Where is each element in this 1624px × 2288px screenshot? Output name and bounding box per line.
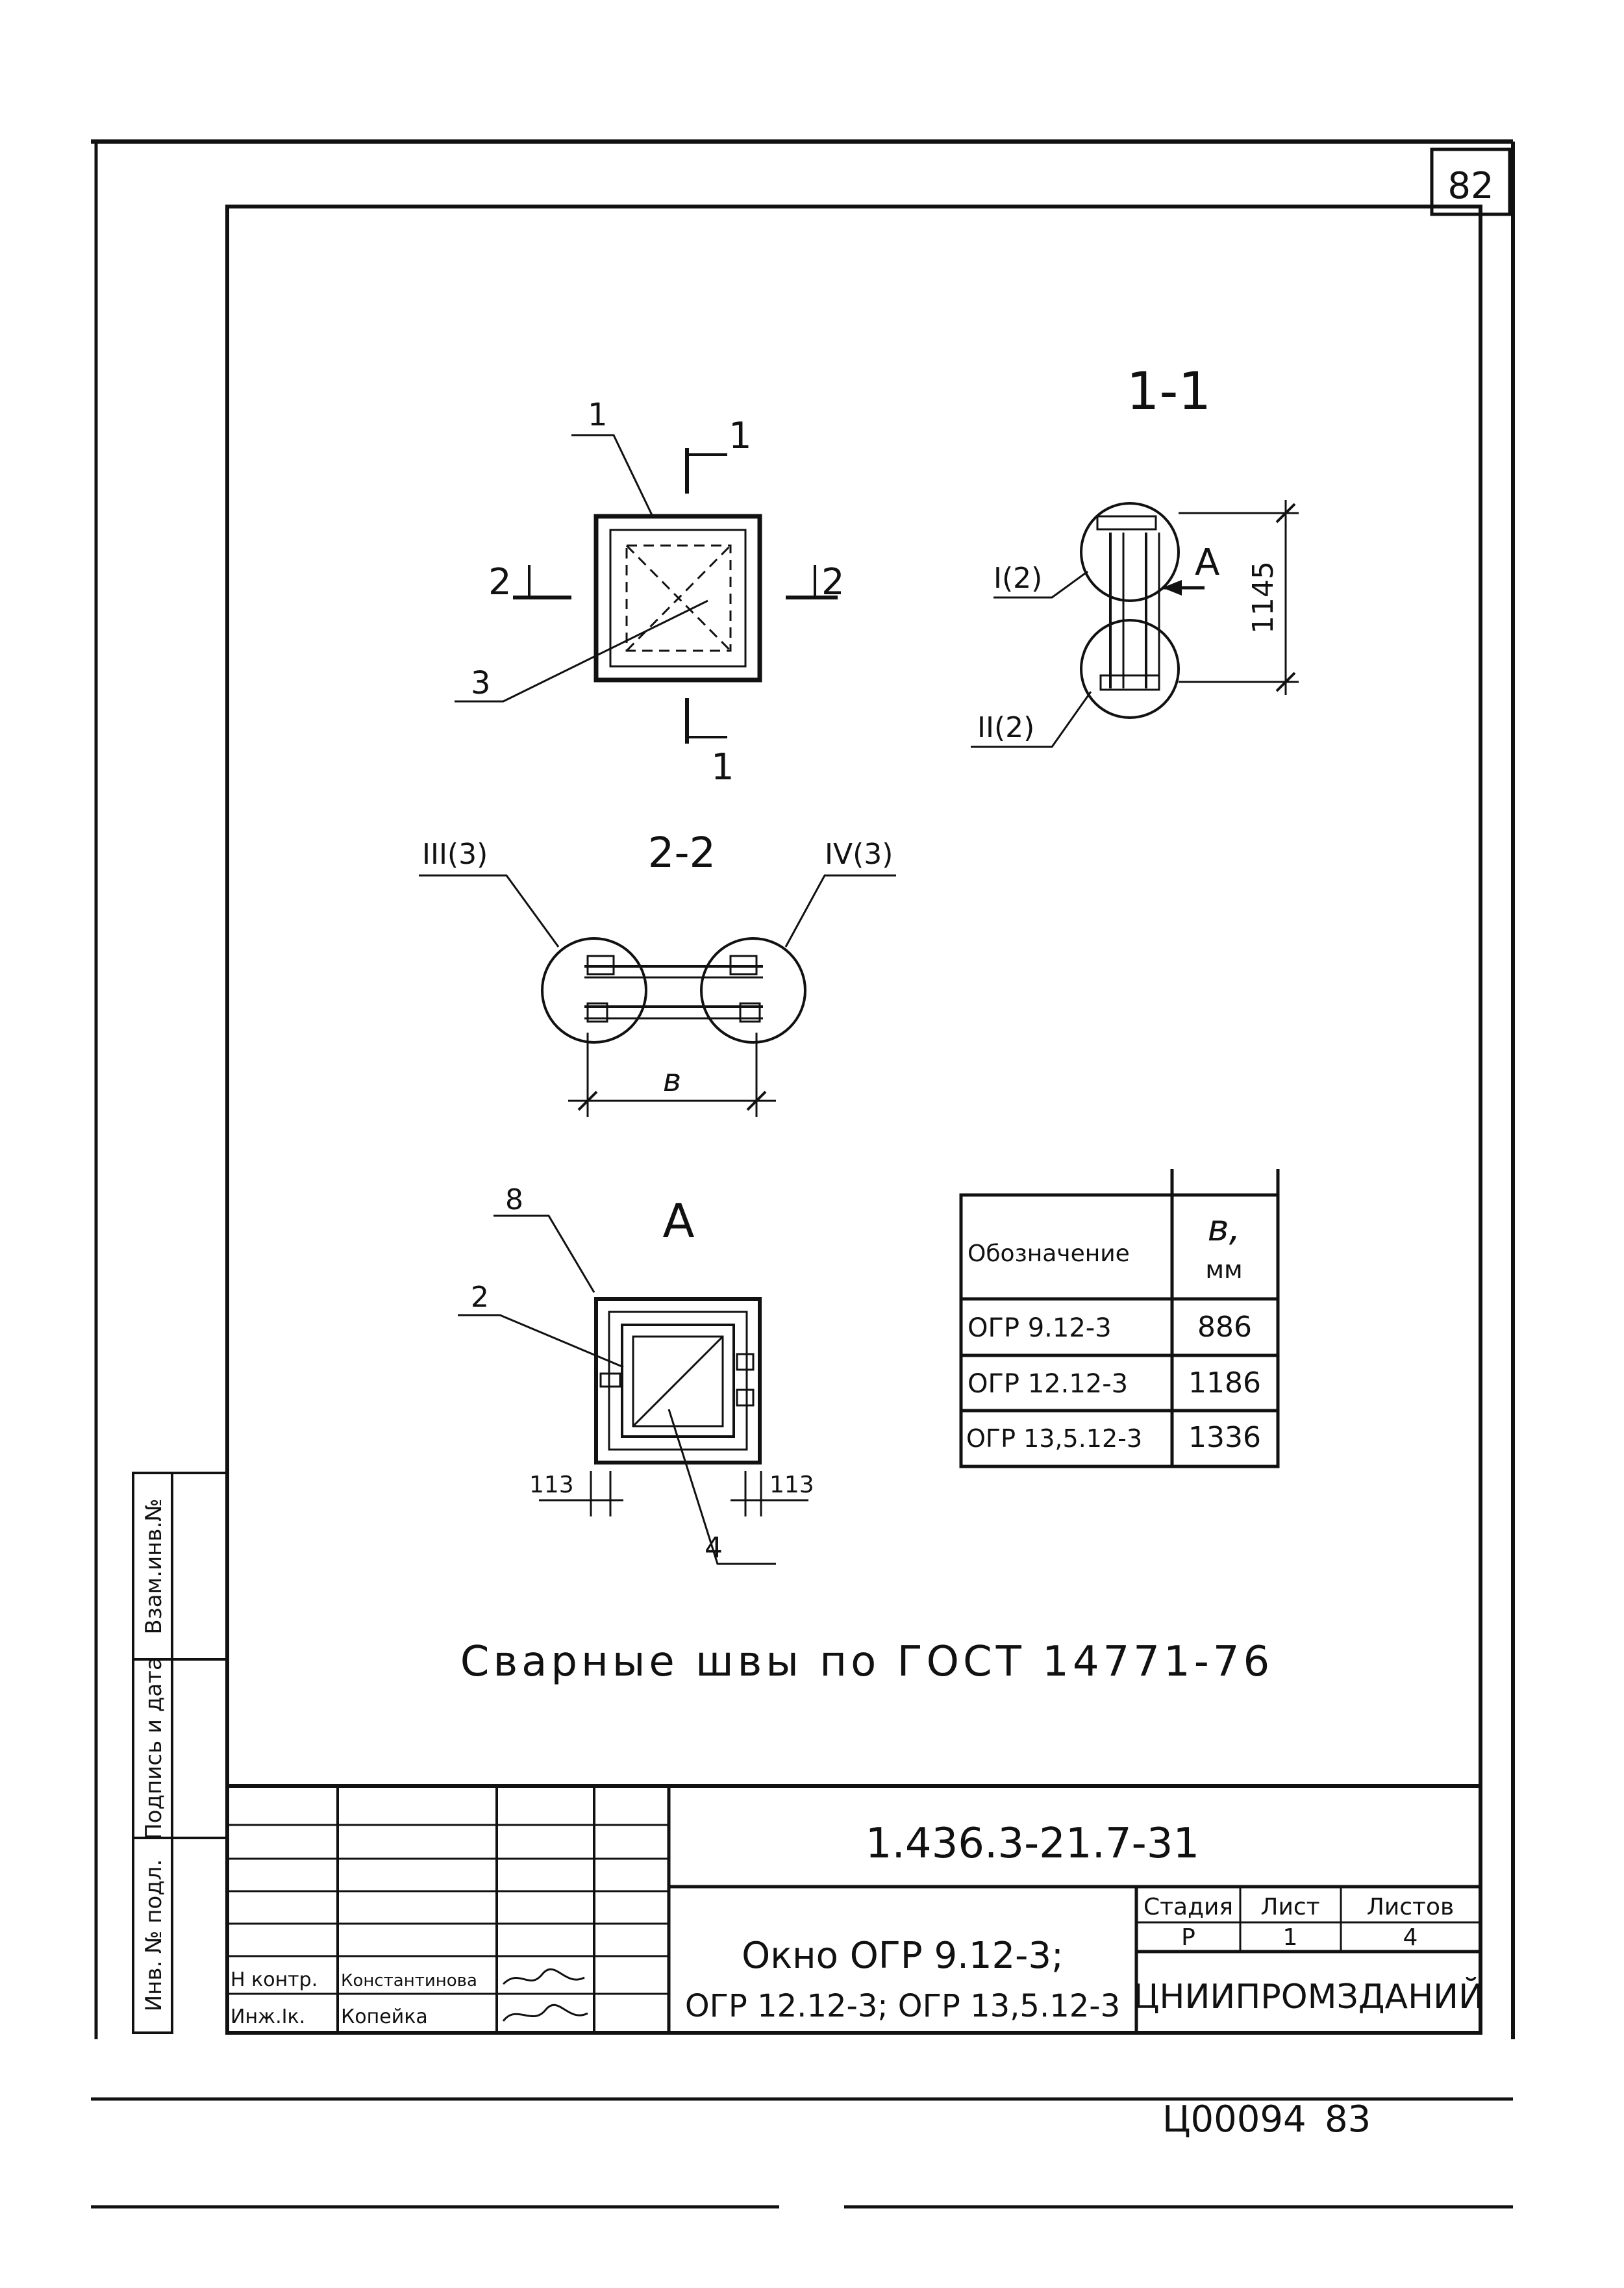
title-block	[227, 1784, 1480, 2033]
section-2-2-title: 2-2	[648, 829, 716, 877]
section-2-2-dim-b: в	[663, 1062, 681, 1099]
sheet-value: 1	[1283, 1924, 1298, 1951]
table-header-value: в,	[1208, 1207, 1241, 1250]
sheets-value: 4	[1403, 1924, 1418, 1951]
sheets-label: Листов	[1367, 1894, 1454, 1920]
role-engineer: Инж.Iк.	[231, 2005, 305, 2028]
outer-frame	[91, 139, 1515, 2101]
table-row-name: ОГР 13,5.12-3	[966, 1424, 1142, 1453]
section-1-1	[971, 500, 1299, 748]
section-2-2-node-3: III(3)	[422, 838, 488, 871]
table-row-name: ОГР 9.12-3	[968, 1313, 1112, 1343]
section-1-1-title: 1-1	[1127, 361, 1212, 421]
role-norm-control: Н контр.	[231, 1968, 318, 1991]
table-row-value: 1186	[1188, 1366, 1261, 1400]
stamp-signature-date: Подпись и дата	[141, 1657, 167, 1840]
stage-value: Р	[1181, 1924, 1195, 1951]
plan-cut-left-label: 2	[488, 561, 512, 603]
name-engineer: Копейка	[341, 2005, 428, 2028]
document-title-line2: ОГР 12.12-3; ОГР 13,5.12-3	[685, 1988, 1120, 2024]
section-1-1-arrow-a: А	[1195, 542, 1219, 584]
section-1-1-node-2: II(2)	[977, 711, 1034, 744]
section-2-2	[419, 874, 896, 1117]
name-norm-control: Константинова	[341, 1971, 477, 1991]
table-row-name: ОГР 12.12-3	[968, 1369, 1128, 1399]
table-row-value: 886	[1197, 1311, 1252, 1344]
plan-cut-bottom-label: 1	[711, 746, 734, 788]
welding-note: Сварные швы по ГОСТ 14771-76	[460, 1638, 1274, 1686]
signatures	[502, 1968, 588, 2022]
side-stamp	[132, 1472, 227, 2034]
stage-label: Стадия	[1143, 1894, 1233, 1920]
page-number: 82	[1447, 165, 1493, 207]
stamp-replace-inv: Взам.инв.№	[141, 1498, 167, 1634]
footer-number: 83	[1325, 2098, 1371, 2141]
section-2-2-node-4: IV(3)	[825, 838, 893, 871]
view-a-dim-right: 113	[769, 1472, 814, 1498]
plan-callout-1: 1	[588, 397, 608, 433]
plan-view	[455, 434, 838, 744]
stamp-inv-original: Инв. № подл.	[141, 1859, 167, 2012]
view-a-callout-8: 8	[505, 1183, 523, 1216]
table-header-unit: мм	[1205, 1255, 1242, 1284]
plan-cut-top-label: 1	[729, 415, 752, 457]
table-header-name: Обозначение	[968, 1240, 1130, 1267]
page-number-box: 82	[1430, 147, 1512, 216]
document-title-line1: Окно ОГР 9.12-3;	[742, 1935, 1064, 1977]
sheet-label: Лист	[1260, 1894, 1319, 1920]
spec-table	[959, 1169, 1280, 1468]
view-a-callout-4: 4	[705, 1531, 723, 1565]
view-a-title: А	[662, 1194, 694, 1248]
footer-code: Ц00094	[1162, 2098, 1306, 2141]
view-a	[458, 1214, 808, 1565]
section-1-1-dim: 1145	[1247, 561, 1280, 634]
plan-callout-3: 3	[471, 665, 491, 701]
document-code: 1.436.3-21.7-31	[866, 1820, 1199, 1868]
plan-cut-right-label: 2	[821, 561, 845, 603]
view-a-dim-left: 113	[529, 1472, 574, 1498]
view-a-callout-2: 2	[471, 1281, 489, 1314]
section-1-1-node-1: I(2)	[993, 562, 1042, 595]
organization-name: ЦНИИПРОМЗДАНИЙ	[1133, 1977, 1484, 2017]
table-row-value: 1336	[1188, 1421, 1261, 1454]
drawing-frame	[225, 205, 1482, 2035]
